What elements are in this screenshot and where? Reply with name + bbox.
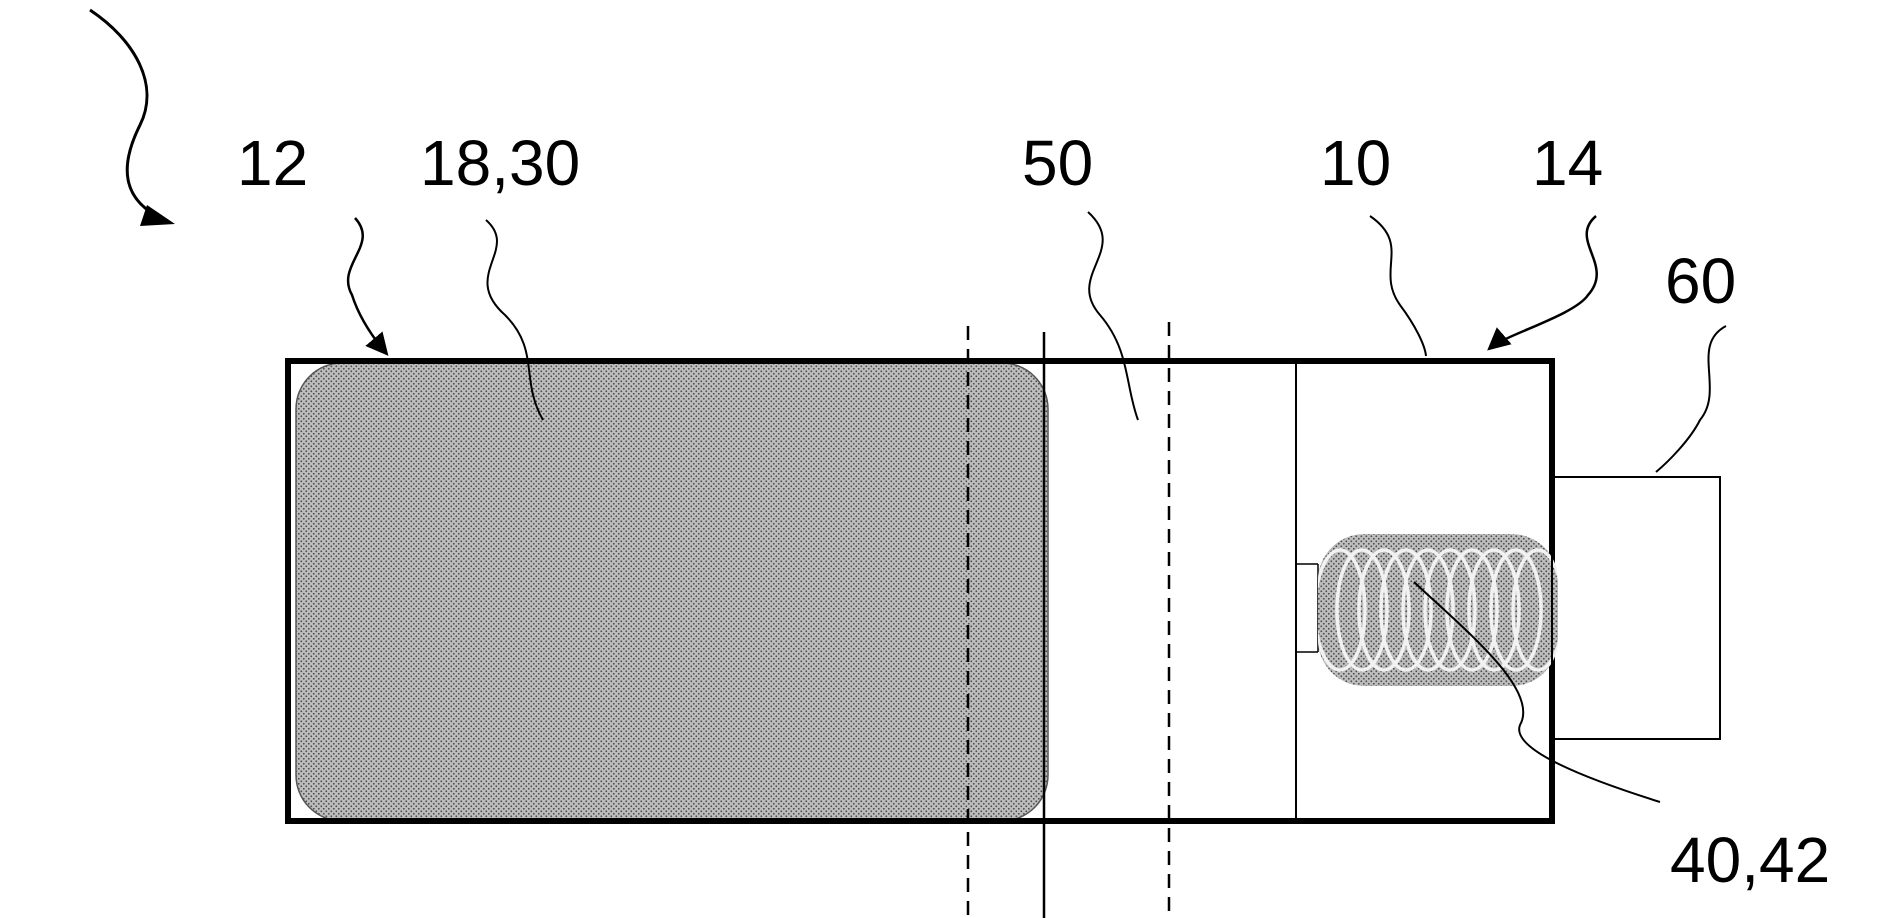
heater-coil (1315, 534, 1563, 686)
label-10: 10 (1320, 127, 1391, 199)
label-18-30: 18,30 (420, 127, 580, 199)
absorbent-body (296, 363, 1048, 821)
leader-line-50 (1088, 212, 1138, 420)
label-40-42: 40,42 (1670, 824, 1830, 896)
label-14: 14 (1532, 127, 1603, 199)
label-50: 50 (1022, 127, 1093, 199)
leader-line-14 (1490, 216, 1597, 348)
leader-line-10 (1370, 216, 1426, 356)
external-unit-box (1552, 477, 1720, 739)
leader-line-60 (1656, 326, 1726, 472)
coil-bracket (1296, 564, 1318, 652)
label-60: 60 (1665, 245, 1736, 317)
label-12: 12 (237, 127, 308, 199)
leader-line-12 (348, 218, 386, 353)
figure-pointer-arrow (90, 10, 165, 220)
